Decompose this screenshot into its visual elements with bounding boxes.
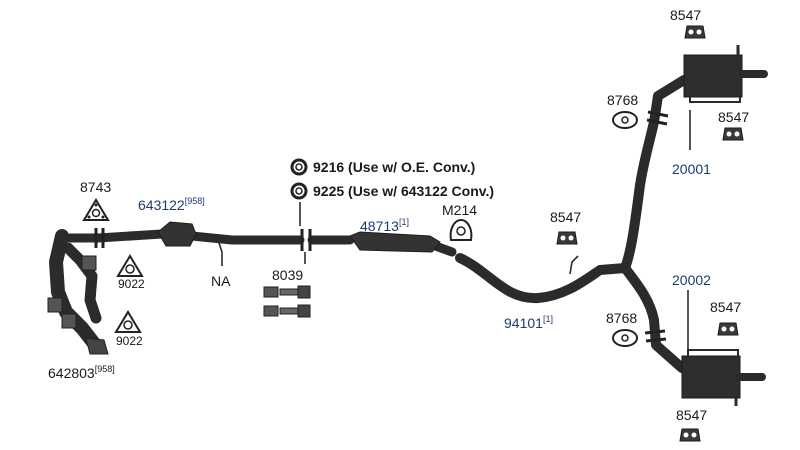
label-8768-lower: 8768 — [606, 310, 637, 326]
pipe-clamp-upper — [646, 110, 669, 126]
label-20002: 20002 — [672, 272, 711, 288]
label-na: NA — [211, 273, 231, 289]
label-48713-superscript: [1] — [399, 217, 409, 227]
resonator — [349, 231, 441, 253]
label-9216: 9216 (Use w/ O.E. Conv.) — [313, 159, 475, 175]
label-9225: 9225 (Use w/ 643122 Conv.) — [313, 183, 494, 199]
label-642803-superscript: [958] — [95, 364, 115, 374]
bolt-kit-8039-icon — [263, 285, 311, 318]
rubber-isolator-top-icon — [684, 25, 706, 39]
label-643122-superscript: [958] — [185, 196, 205, 206]
oval-gasket-8768-lower-icon — [612, 329, 638, 347]
label-94101-superscript: [1] — [543, 314, 553, 324]
muffler-lower — [681, 349, 766, 406]
label-8743: 8743 — [80, 179, 111, 195]
label-643122-number: 643122 — [138, 197, 185, 213]
muffler-upper — [683, 45, 768, 103]
pipe-flange-front — [94, 228, 105, 248]
label-94101-number: 94101 — [504, 315, 543, 331]
label-8547-lower-right: 8547 — [710, 299, 741, 315]
label-8547-upper-right: 8547 — [718, 109, 749, 125]
triangle-gasket-9022-b-icon — [114, 310, 142, 333]
label-94101: 94101[1] — [504, 314, 553, 331]
catalytic-converter — [157, 221, 197, 247]
manifold-flange-3 — [81, 255, 97, 271]
oval-gasket-8768-upper-icon — [612, 111, 638, 129]
label-642803: 642803[958] — [48, 364, 115, 381]
ring-gasket-9225-icon — [290, 182, 308, 200]
oval-gasket-m214-icon — [449, 218, 473, 241]
label-8768-upper: 8768 — [607, 92, 638, 108]
label-642803-number: 642803 — [48, 365, 95, 381]
triangle-gasket-icon — [82, 198, 110, 221]
hanger-na — [217, 239, 223, 266]
label-48713-number: 48713 — [360, 218, 399, 234]
label-m214: M214 — [442, 202, 477, 218]
ring-gasket-9216-icon — [290, 158, 308, 176]
label-9022-a: 9022 — [118, 277, 145, 291]
label-48713: 48713[1] — [360, 217, 409, 234]
exhaust-manifold — [47, 229, 109, 355]
label-8039: 8039 — [272, 267, 303, 283]
label-8547-bottom: 8547 — [676, 407, 707, 423]
label-20001: 20001 — [672, 161, 711, 177]
rubber-isolator-mid-icon — [556, 231, 578, 245]
label-8547-mid: 8547 — [550, 209, 581, 225]
label-8547-top: 8547 — [670, 7, 701, 23]
manifold-flange-2 — [61, 313, 77, 329]
label-643122: 643122[958] — [138, 196, 205, 213]
exhaust-pipe-route — [65, 75, 689, 373]
triangle-gasket-9022-a-icon — [116, 254, 144, 277]
manifold-flange-1 — [47, 297, 63, 313]
pipe-clamp-lower — [644, 329, 667, 343]
pipe-flange-8039 — [300, 229, 312, 251]
rubber-isolator-lower-right-icon — [717, 322, 739, 336]
hanger-rear — [569, 255, 579, 275]
rubber-isolator-upper-right-icon — [722, 127, 744, 141]
label-9022-b: 9022 — [116, 334, 143, 348]
rubber-isolator-bottom-icon — [679, 428, 701, 442]
manifold-outlet-flange — [85, 337, 109, 355]
